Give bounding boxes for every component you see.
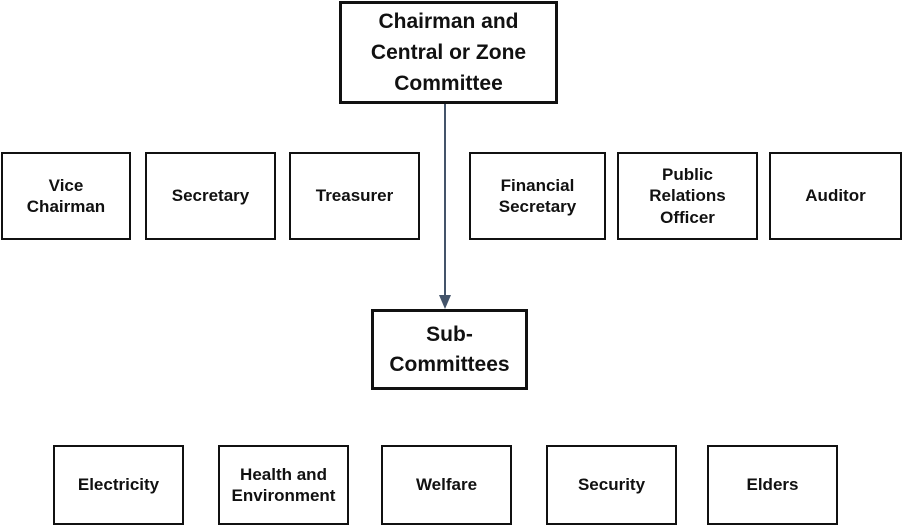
root-line-1: Chairman and	[378, 10, 519, 33]
node-electricity: Electricity	[53, 445, 184, 525]
label: Chairman	[26, 197, 106, 216]
label: Health and	[240, 464, 327, 484]
label: Electricity	[77, 475, 160, 495]
arrow-head-icon	[439, 295, 451, 309]
label: Secretary	[498, 197, 577, 216]
label: Officer	[660, 207, 715, 227]
node-elders: Elders	[707, 445, 838, 525]
root-node-chairman-committee: Chairman and Central or Zone Committee	[339, 1, 558, 104]
node-auditor: Auditor	[769, 152, 902, 240]
node-sub-committees: Sub- Committees	[371, 309, 528, 390]
label: Security	[577, 475, 646, 495]
label: Secretary	[171, 186, 250, 206]
label: Public	[661, 165, 713, 185]
root-line-3: Committee	[394, 72, 503, 95]
label: Sub-	[426, 322, 473, 346]
node-security: Security	[546, 445, 677, 525]
label: Elders	[746, 475, 799, 495]
label: Committees	[389, 352, 510, 376]
label: Auditor	[805, 186, 866, 206]
root-line-2: Central or Zone	[370, 41, 527, 64]
label: Financial	[500, 175, 575, 195]
label: Relations	[649, 186, 726, 206]
label: Treasurer	[315, 186, 394, 206]
node-welfare: Welfare	[381, 445, 512, 525]
label: Vice	[48, 175, 84, 195]
node-treasurer: Treasurer	[289, 152, 420, 240]
label: Environment	[231, 486, 336, 505]
node-secretary: Secretary	[145, 152, 276, 240]
label: Welfare	[415, 475, 478, 495]
